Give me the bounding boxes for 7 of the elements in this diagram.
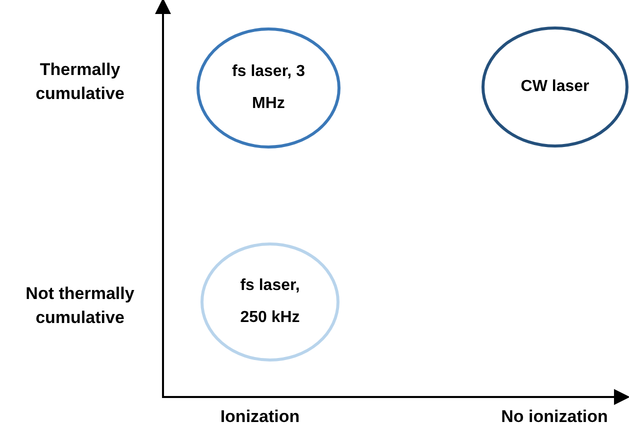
- axis-category-label: Ionization: [219, 406, 301, 428]
- ellipse-label: fs laser, 250 kHz: [239, 276, 301, 328]
- ellipse-label: CW laser: [520, 77, 590, 97]
- axis-category-label: Not thermally cumulative: [24, 283, 136, 329]
- axis-category-label: Thermally cumulative: [34, 59, 126, 105]
- ellipse-label: fs laser, 3 MHz: [231, 62, 306, 114]
- axis-category-label: No ionization: [500, 406, 609, 428]
